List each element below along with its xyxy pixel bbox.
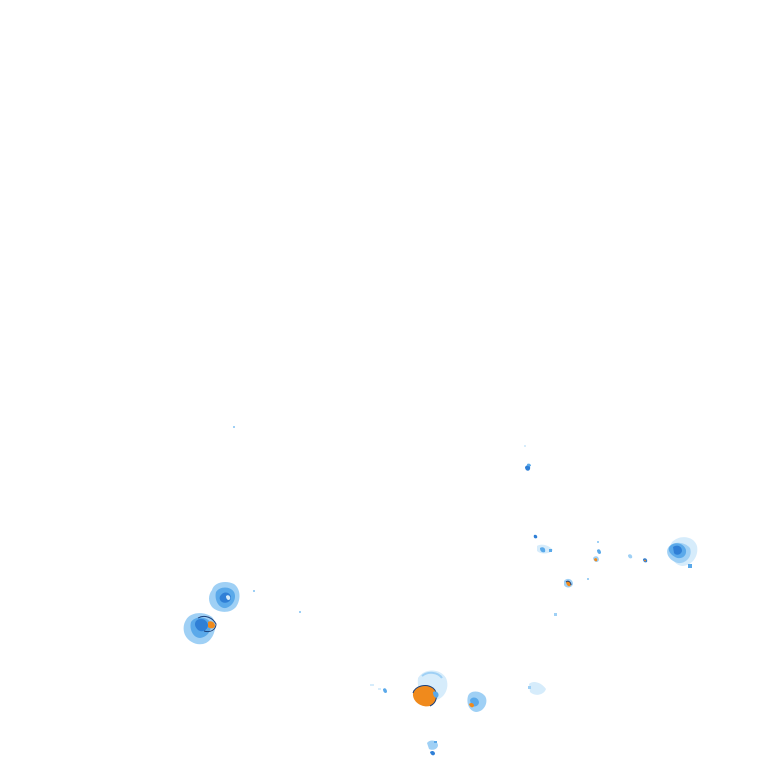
rain-patch (525, 465, 531, 471)
rain-cell-west-lower (183, 613, 217, 645)
rain-cell-east-mid (533, 534, 553, 554)
rain-patch (378, 688, 381, 690)
rain-patch (597, 549, 601, 554)
rain-patch (370, 684, 374, 686)
rain-patch (412, 685, 437, 707)
rain-patch (528, 686, 531, 689)
rain-patch (430, 750, 435, 756)
rain-cell-west-upper (209, 582, 240, 612)
rain-speck (253, 590, 255, 592)
rain-patch (433, 691, 439, 698)
rain-patch (219, 592, 231, 603)
rain-cell-south-small (467, 691, 487, 712)
rain-speck (554, 613, 557, 616)
rain-patch (469, 702, 474, 708)
rain-cell-east-large (667, 537, 698, 568)
rain-speck (299, 611, 301, 613)
rain-cell-south-east-faint (528, 681, 546, 695)
rain-patch (529, 681, 546, 695)
rain-cell-south-west-small (370, 684, 387, 693)
rain-patch (565, 580, 572, 586)
rain-specks (233, 426, 599, 616)
rain-speck (597, 541, 599, 543)
rain-patch (527, 463, 531, 467)
rain-cell-north-east-small (524, 445, 531, 471)
rain-speck (233, 426, 235, 428)
rain-patch (197, 615, 217, 633)
rain-cell-far-south (427, 740, 438, 756)
rain-patch (540, 547, 546, 553)
rain-patch (594, 558, 598, 562)
rain-patch (194, 618, 208, 632)
rain-patch (628, 554, 633, 559)
rain-cell-east-small-pair (593, 549, 648, 563)
rain-patch (208, 621, 215, 629)
rain-patch (434, 741, 437, 743)
rain-patch (673, 545, 682, 555)
rain-patch (383, 688, 387, 693)
rain-patch (412, 685, 438, 707)
rain-patch (421, 671, 443, 679)
rain-patch (549, 549, 552, 552)
rain-cell-east-orange (564, 578, 573, 588)
rain-patch (226, 595, 231, 600)
rain-patch (533, 534, 538, 539)
rain-patch (688, 564, 692, 568)
rain-patch (524, 445, 526, 447)
rain-cell-south-central (412, 670, 448, 707)
rain-patch (644, 559, 646, 562)
rain-speck (587, 578, 589, 580)
